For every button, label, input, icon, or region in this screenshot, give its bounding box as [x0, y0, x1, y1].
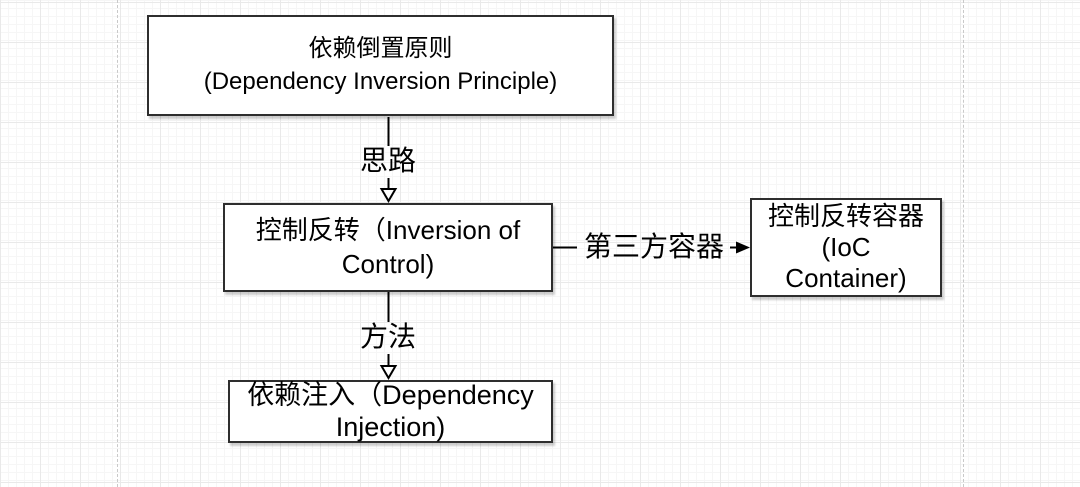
- node-text-line: Injection): [335, 411, 446, 442]
- page-boundary-line-left: [117, 0, 118, 487]
- node-text-line: Control): [341, 248, 435, 279]
- open-arrowhead-down-icon: [379, 365, 398, 380]
- node-text-line: 依赖注入（Dependency: [247, 380, 534, 411]
- node-text-line: 依赖倒置原则: [308, 35, 453, 63]
- edge-label-method: 方法: [359, 321, 417, 352]
- edge-third-party-arrow: [553, 241, 750, 254]
- node-text-line: 控制反转容器: [767, 200, 924, 231]
- node-text-line: Container): [785, 263, 907, 294]
- node-ioc-container: 控制反转容器 (IoC Container): [750, 198, 942, 297]
- edge-idea-arrow: [379, 117, 398, 203]
- node-text-line: 控制反转（Inversion of: [255, 214, 521, 245]
- page-boundary-line-right: [963, 0, 964, 487]
- node-dependency-inversion-principle: 依赖倒置原则 (Dependency Inversion Principle): [147, 15, 614, 116]
- node-text-line: (Dependency Inversion Principle): [203, 67, 558, 95]
- edge-label-third-party-container: 第三方容器: [583, 231, 725, 262]
- solid-arrowhead-right-icon: [736, 241, 750, 254]
- open-arrowhead-down-icon: [379, 188, 398, 203]
- edge-label-idea: 思路: [359, 145, 417, 176]
- node-inversion-of-control: 控制反转（Inversion of Control): [223, 203, 553, 292]
- node-text-line: (IoC: [821, 231, 871, 262]
- node-dependency-injection: 依赖注入（Dependency Injection): [228, 380, 553, 443]
- edge-method-arrow: [379, 292, 398, 380]
